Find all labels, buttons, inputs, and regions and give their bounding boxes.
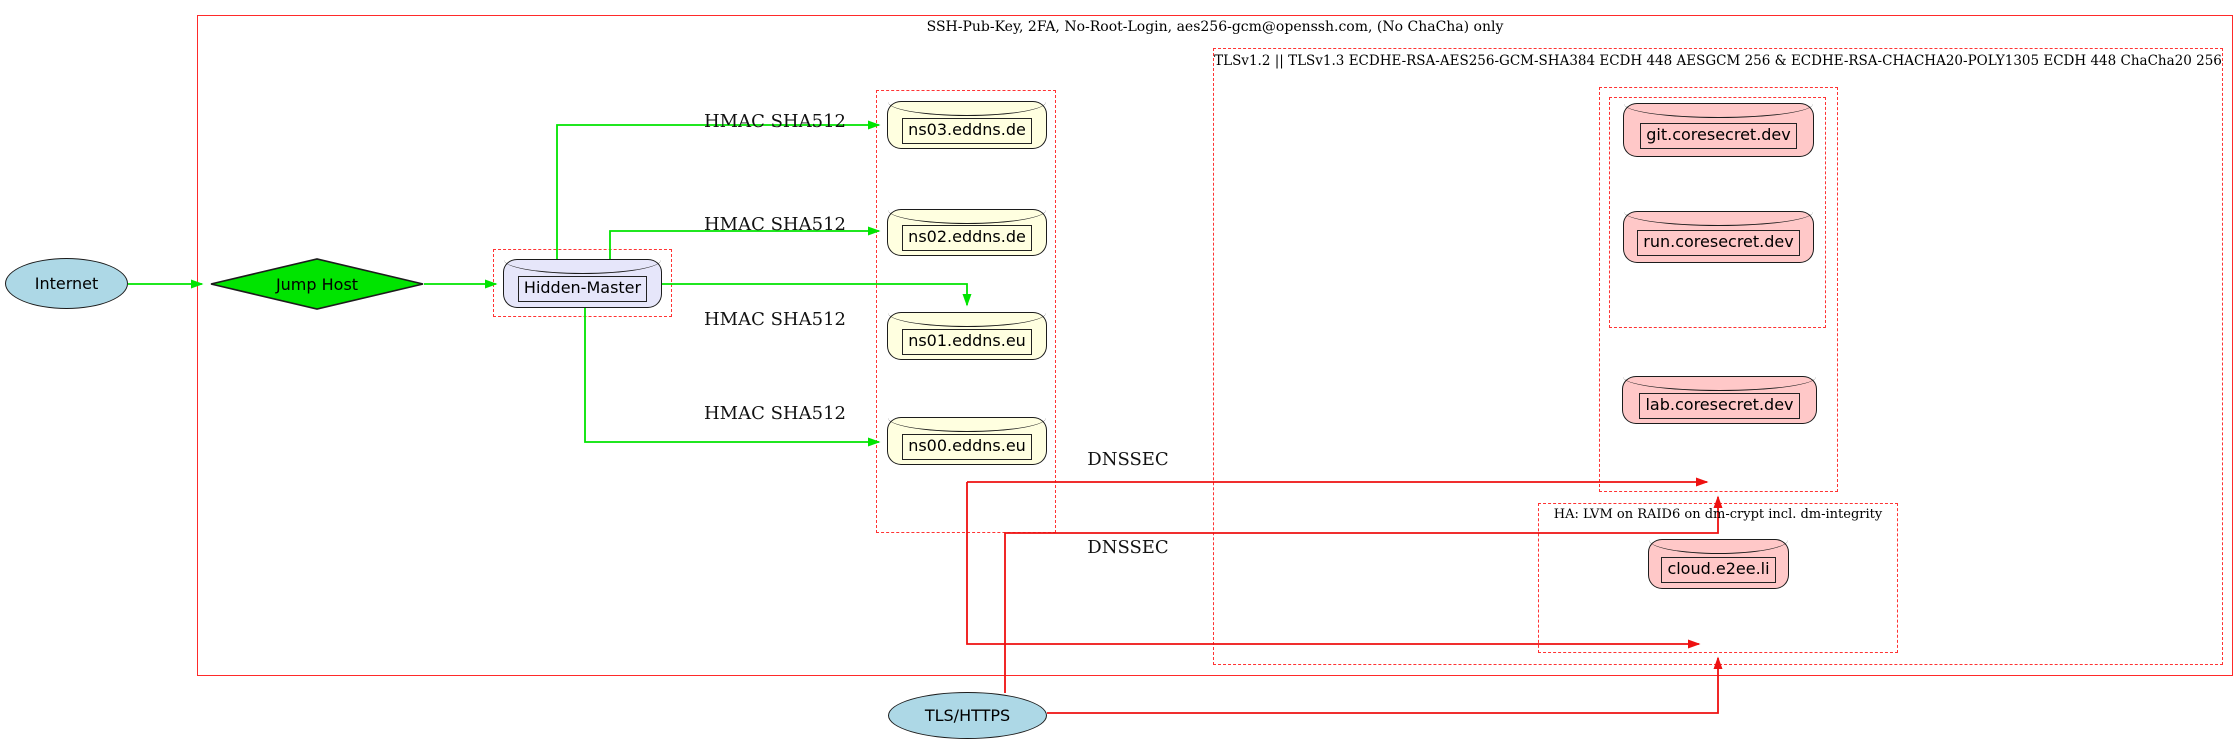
node-ns01: ns01.eddns.eu (887, 312, 1047, 360)
hmac-label-ns03: HMAC SHA512 (703, 111, 846, 132)
node-ns00: ns00.eddns.eu (887, 417, 1047, 465)
node-internet-label: Internet (34, 274, 99, 293)
node-ns03-label: ns03.eddns.de (902, 117, 1032, 144)
node-ns03: ns03.eddns.de (887, 101, 1047, 149)
node-hidden-master-label: Hidden-Master (517, 276, 648, 302)
hmac-label-ns01: HMAC SHA512 (703, 309, 846, 330)
node-tls-https: TLS/HTTPS (888, 692, 1047, 739)
node-cloud-e2ee: cloud.e2ee.li (1648, 539, 1789, 589)
node-lab-label: lab.coresecret.dev (1639, 392, 1800, 419)
node-jump-host-label: Jump Host (275, 274, 359, 294)
node-ns01-label: ns01.eddns.eu (902, 328, 1032, 355)
ha-cluster-label: HA: LVM on RAID6 on dm-crypt incl. dm-in… (1553, 507, 1883, 522)
node-hidden-master: Hidden-Master (503, 259, 662, 308)
node-cloud-label: cloud.e2ee.li (1661, 556, 1776, 583)
dnssec-label-1: DNSSEC (1087, 449, 1169, 470)
node-run-coresecret: run.coresecret.dev (1623, 211, 1814, 263)
node-git-coresecret: git.coresecret.dev (1623, 103, 1814, 157)
tls-cluster-label: TLSv1.2 || TLSv1.3 ECDHE-RSA-AES256-GCM-… (1214, 53, 2222, 69)
hmac-label-ns00: HMAC SHA512 (703, 403, 846, 424)
node-ns02: ns02.eddns.de (887, 209, 1047, 256)
coresecret-inner-cluster-box (1609, 97, 1826, 328)
node-internet: Internet (5, 258, 128, 309)
node-jump-host: Jump Host (210, 258, 424, 310)
jump-host-diamond-shape (210, 258, 424, 310)
node-git-label: git.coresecret.dev (1640, 122, 1797, 149)
ssh-cluster-label: SSH-Pub-Key, 2FA, No-Root-Login, aes256-… (926, 19, 1504, 35)
node-run-label: run.coresecret.dev (1637, 229, 1800, 256)
node-ns02-label: ns02.eddns.de (902, 225, 1032, 251)
hmac-label-ns02: HMAC SHA512 (703, 214, 846, 235)
node-tls-https-label: TLS/HTTPS (924, 706, 1011, 725)
node-ns00-label: ns00.eddns.eu (902, 433, 1032, 460)
coresecret-outer-cluster-box (1599, 87, 1838, 492)
node-lab-coresecret: lab.coresecret.dev (1622, 376, 1817, 424)
dnssec-label-2: DNSSEC (1087, 537, 1169, 558)
